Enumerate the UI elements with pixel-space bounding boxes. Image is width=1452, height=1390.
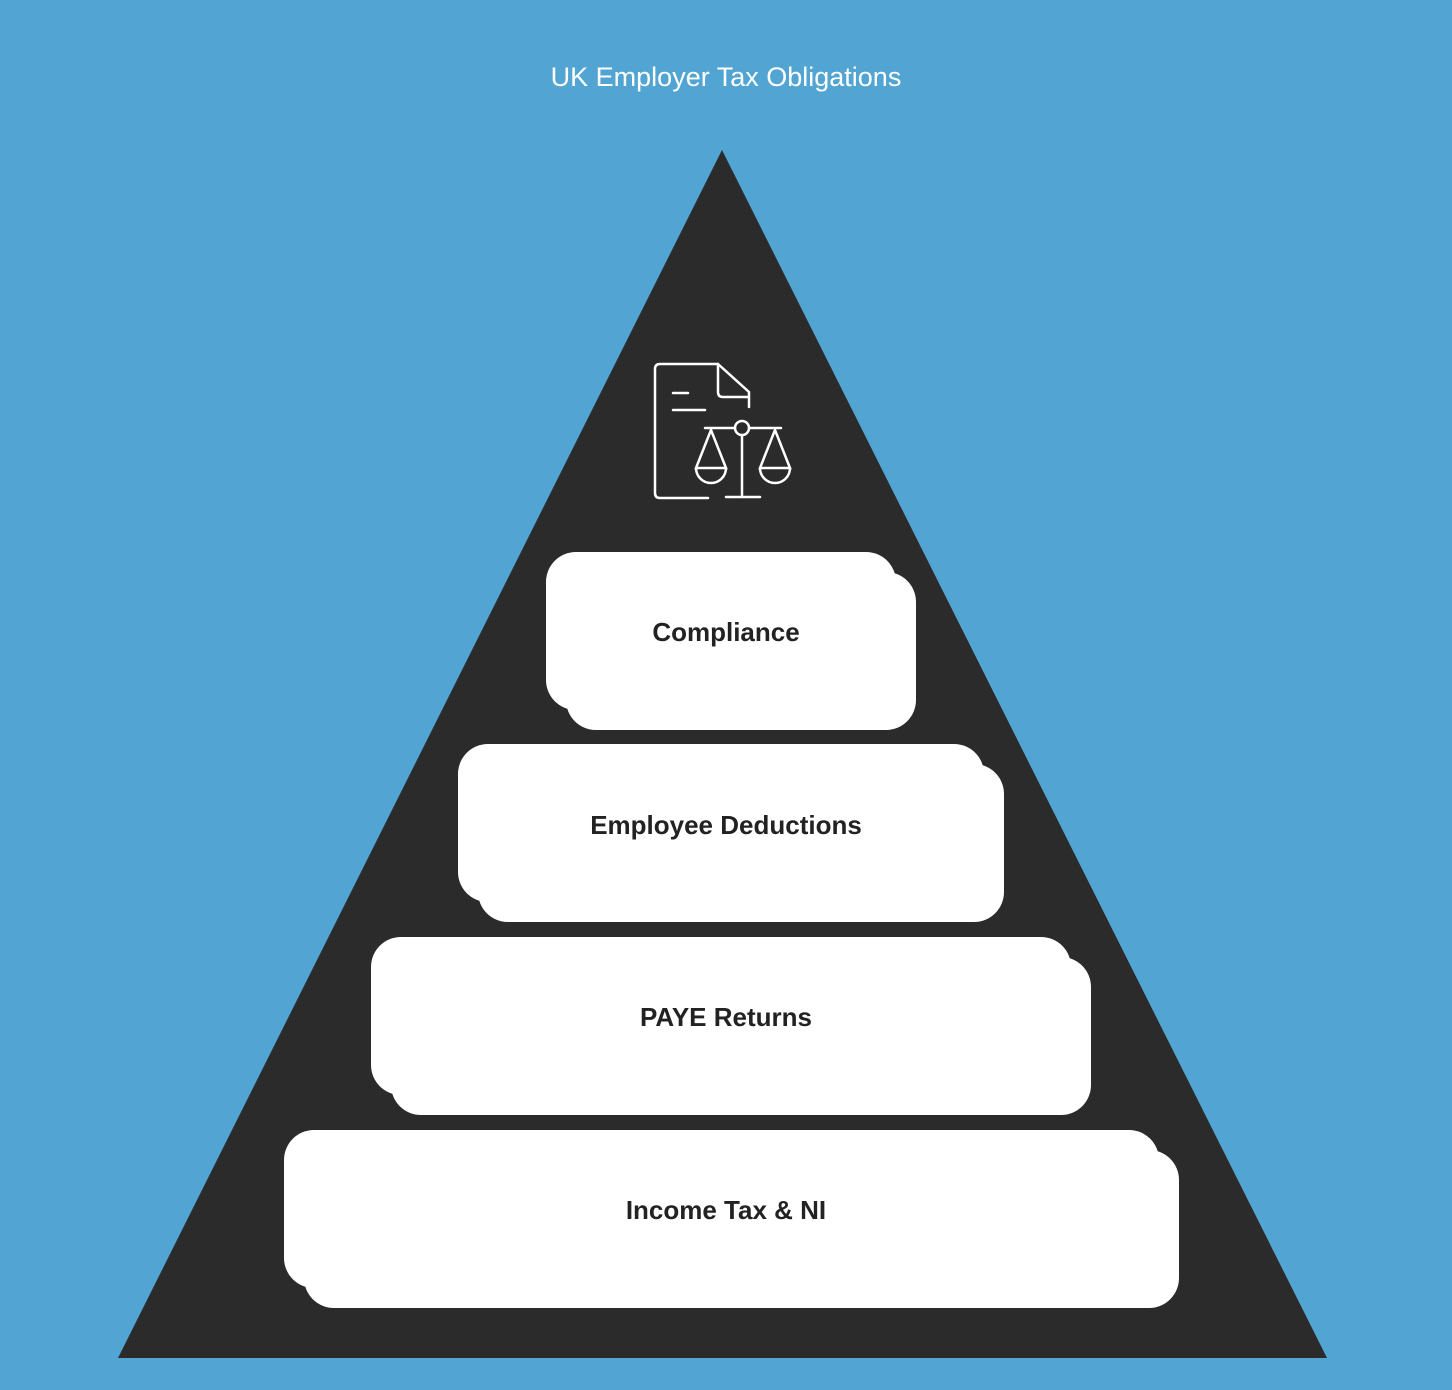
level-box (546, 552, 916, 730)
level-box (371, 937, 1091, 1115)
level-label-employee-deductions: Employee Deductions (590, 810, 862, 840)
level-box (458, 744, 1004, 922)
level-label-income-tax-ni: Income Tax & NI (625, 1195, 827, 1225)
diagram-title: UK Employer Tax Obligations (550, 62, 902, 92)
level-label-paye-returns: PAYE Returns (640, 1002, 812, 1032)
level-label-compliance: Compliance (652, 617, 800, 647)
document-scales-icon (653, 362, 792, 500)
level-box (284, 1130, 1179, 1308)
